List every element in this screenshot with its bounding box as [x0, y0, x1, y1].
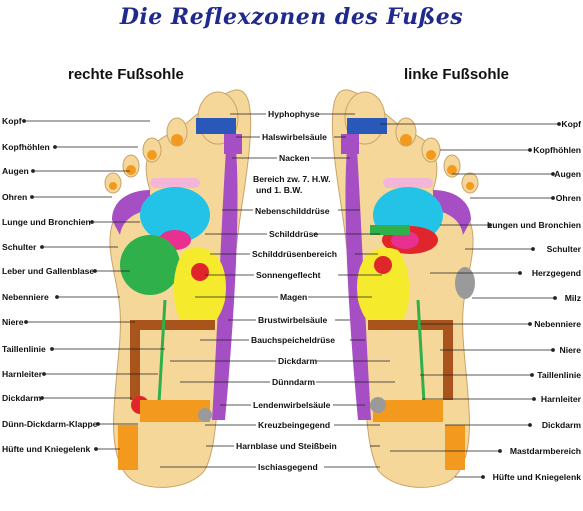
label-harnblase: Harnblase und Steißbein: [236, 441, 337, 451]
right-zone-nebenniere: [191, 263, 209, 281]
label-kopfhoehlen: Kopfhöhlen: [2, 142, 50, 152]
label-r-kopf: Kopf: [561, 119, 581, 129]
right-leader-lines: [380, 122, 561, 479]
left-toe-zone: [447, 165, 457, 175]
right-zone-leber: [120, 235, 180, 295]
right-zone-ohren: [112, 190, 150, 235]
label-magen: Magen: [280, 292, 307, 302]
right-zone-kreuzbein: [140, 400, 210, 422]
right-zone-harnblase: [198, 408, 212, 422]
left-toe-zone: [400, 134, 412, 146]
label-r-augen: Augen: [554, 169, 581, 179]
right-zone-lunge: [140, 187, 210, 243]
label-sonnengeflecht: Sonnengeflecht: [256, 270, 321, 280]
right-label-group: Kopf Kopfhöhlen Augen Ohren Lungen und B…: [487, 119, 582, 482]
left-zone-ohren: [433, 190, 471, 235]
label-bereich-2: und 1. B.W.: [256, 185, 302, 195]
label-taillenlinie: Taillenlinie: [2, 344, 46, 354]
label-leber: Leber und Gallenblase: [2, 266, 94, 276]
label-hueftknie: Hüfte und Kniegelenk: [2, 444, 91, 454]
left-label-group: Kopf Kopfhöhlen Augen Ohren Lunge und Br…: [2, 116, 98, 454]
right-zone-hueftknie: [118, 425, 138, 470]
right-zone-magen: [173, 247, 226, 331]
label-r-hueftknie: Hüfte und Kniegelenk: [493, 472, 582, 482]
label-lunge: Lunge und Bronchien: [2, 217, 91, 227]
label-halswirbelsaeule: Halswirbelsäule: [262, 132, 327, 142]
label-schilddruese: Schilddrüse: [269, 229, 318, 239]
left-zone-dickdarm: [368, 320, 453, 400]
left-zone-magen: [357, 247, 410, 331]
label-lendenwirbelsaeule: Lendenwirbelsäule: [253, 400, 331, 410]
left-zone-schilddruese: [391, 231, 419, 249]
label-kopf: Kopf: [2, 116, 22, 126]
label-kreuzbeingegend: Kreuzbeingegend: [258, 420, 330, 430]
label-harnleiter: Harnleiter: [2, 369, 43, 379]
label-r-harnleiter: Harnleiter: [541, 394, 582, 404]
left-zone-green: [370, 225, 410, 235]
label-r-milz: Milz: [565, 293, 581, 303]
left-zone-halswirbel: [341, 134, 359, 154]
label-ohren: Ohren: [2, 192, 27, 202]
right-toe-zone: [109, 182, 117, 190]
left-zone-augen: [383, 178, 433, 188]
label-r-schulter: Schulter: [547, 244, 582, 254]
label-augen: Augen: [2, 166, 29, 176]
subtitle-right-sole: rechte Fußsohle: [68, 66, 184, 83]
label-hyphophyse: Hyphophyse: [268, 109, 320, 119]
label-r-dickdarm: Dickdarm: [542, 420, 582, 430]
label-dickdarm-center: Dickdarm: [278, 356, 318, 366]
label-nacken: Nacken: [279, 153, 310, 163]
label-nebenschilddruese: Nebenschilddrüse: [255, 206, 330, 216]
label-duenndarm: Dünndarm: [272, 377, 315, 387]
right-zone-halswirbel: [224, 134, 242, 154]
label-r-kopfhoehlen: Kopfhöhlen: [533, 145, 581, 155]
right-sole-figure: [104, 89, 252, 488]
label-r-ohren: Ohren: [556, 193, 581, 203]
left-zone-harnblase: [370, 397, 386, 413]
left-zone-hypophyse: [347, 118, 387, 134]
left-toe-zone: [426, 150, 436, 160]
diagram-title: Die Reflexzonen des Fußes: [119, 4, 464, 30]
center-leader-lines: [160, 113, 395, 468]
center-label-group: Hyphophyse Halswirbelsäule Nacken Bereic…: [236, 109, 337, 472]
right-toe-zone: [171, 134, 183, 146]
label-bauchspeicheldruese: Bauchspeicheldrüse: [251, 335, 335, 345]
left-leader-lines: [22, 119, 165, 451]
label-dickdarm: Dickdarm: [2, 393, 42, 403]
label-brustwirbelsaeule: Brustwirbelsäule: [258, 315, 327, 325]
label-nebenniere: Nebenniere: [2, 292, 49, 302]
label-r-lungen: Lungen und Bronchien: [487, 220, 581, 230]
left-toe-zone: [466, 182, 474, 190]
label-schulter: Schulter: [2, 242, 37, 252]
right-toe-zone: [147, 150, 157, 160]
left-sole-figure: [331, 89, 479, 488]
label-r-nebenniere: Nebenniere: [534, 319, 581, 329]
label-r-niere: Niere: [560, 345, 582, 355]
left-zone-nebenniere: [374, 256, 392, 274]
left-zone-milz: [455, 267, 475, 299]
left-zone-hueftknie: [445, 425, 465, 470]
label-schilddruesenbereich: Schilddrüsenbereich: [252, 249, 337, 259]
left-zone-kreuzbein: [373, 400, 443, 422]
label-r-taillenlinie: Taillenlinie: [537, 370, 581, 380]
label-niere: Niere: [2, 317, 24, 327]
right-zone-hypophyse: [196, 118, 236, 134]
right-zone-dickdarm: [130, 320, 215, 400]
label-bereich-1: Bereich zw. 7. H.W.: [253, 174, 331, 184]
right-zone-augen: [150, 178, 200, 188]
label-r-herzgegend: Herzgegend: [532, 268, 581, 278]
label-klappe: Dünn-Dickdarm-Klappe: [2, 419, 98, 429]
subtitle-left-sole: linke Fußsohle: [404, 66, 510, 83]
right-toe-zone: [126, 165, 136, 175]
label-r-mastdarm: Mastdarmbereich: [510, 446, 581, 456]
label-ischiasgegend: Ischiasgegend: [258, 462, 318, 472]
